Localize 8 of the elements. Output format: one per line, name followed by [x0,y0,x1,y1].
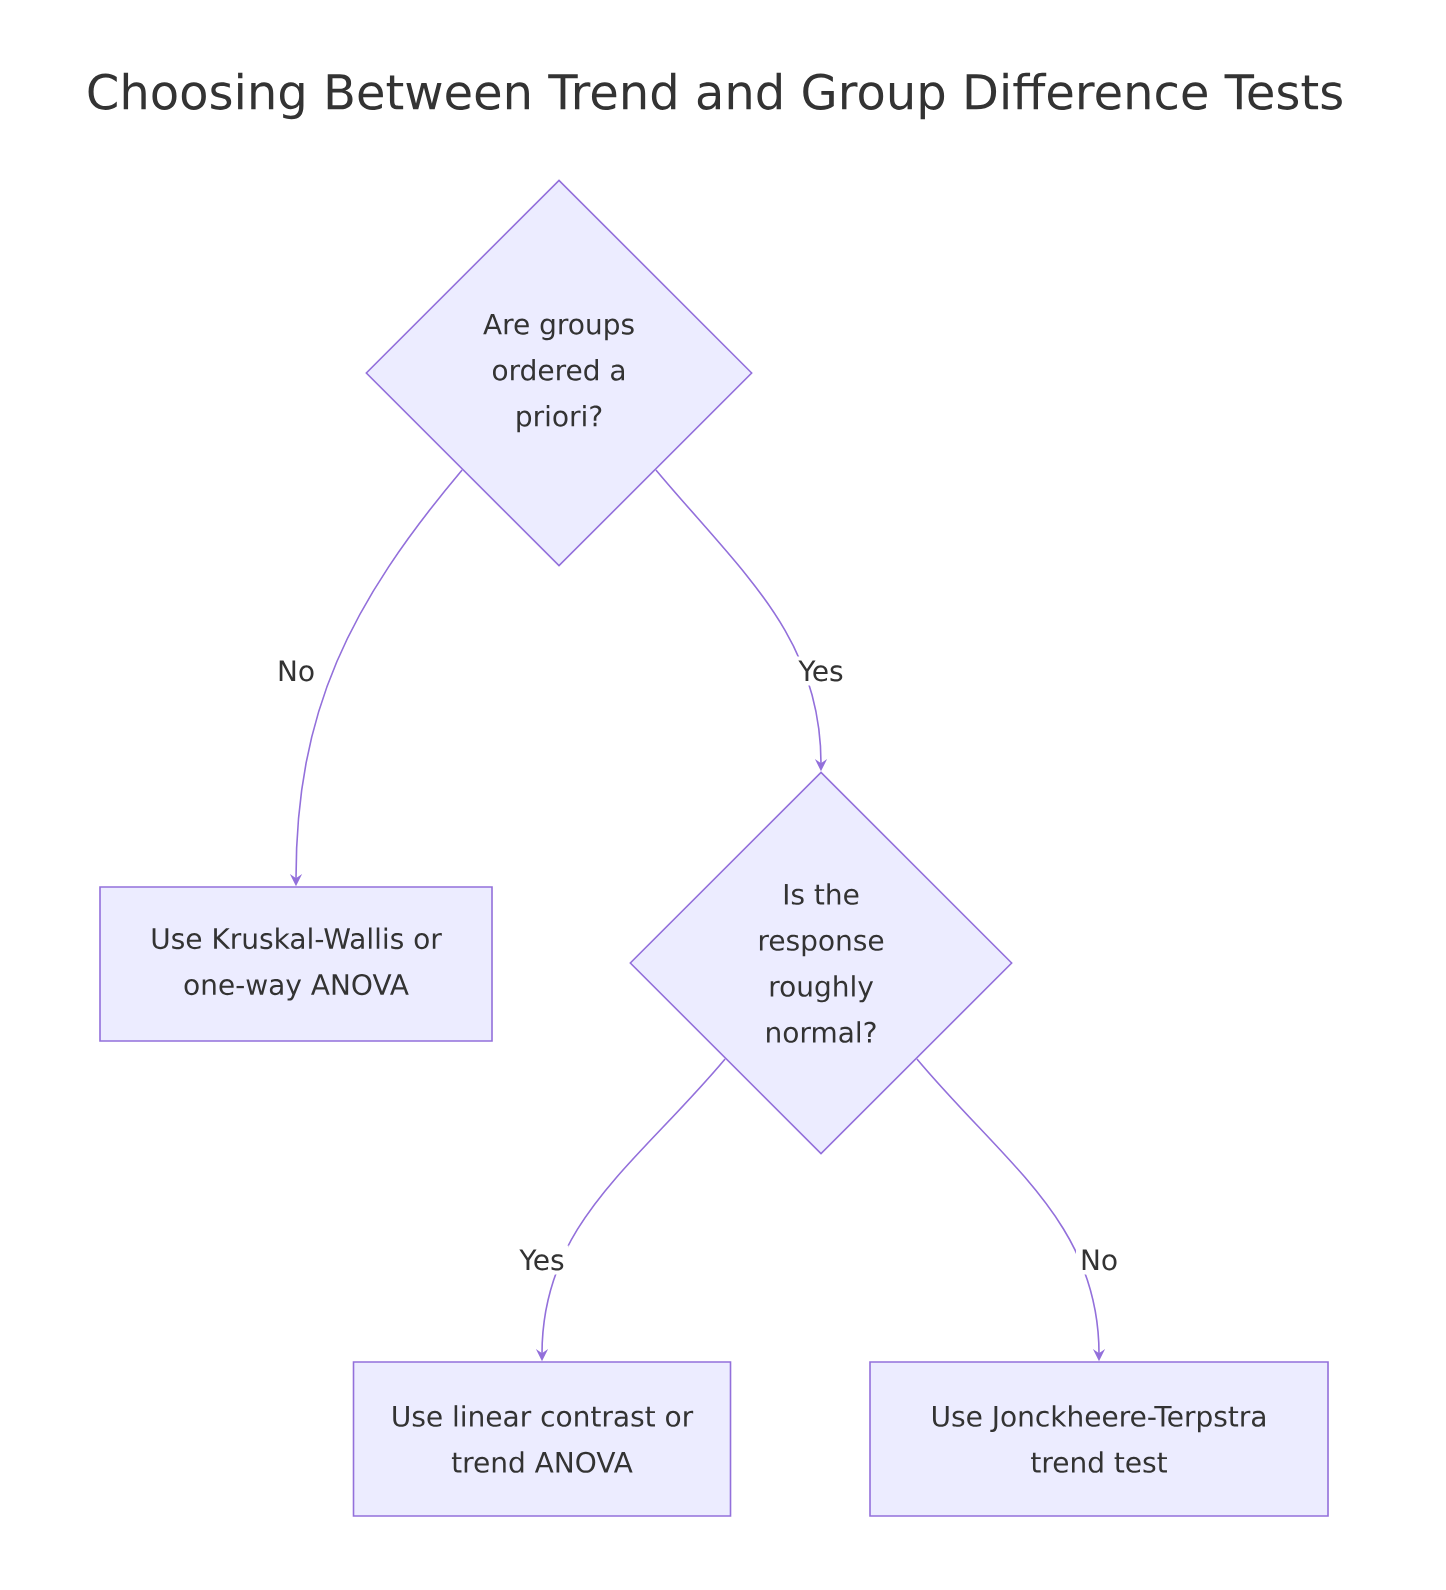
process-box: Use linear contrast or trend ANOVA [352,1361,732,1517]
edge-label: No [1075,1245,1123,1275]
edge-label: Yes [515,1245,569,1275]
edge-label: Yes [794,656,848,686]
process-box: Use Jonckheere-Terpstra trend test [869,1361,1329,1517]
process-box: Use Kruskal-Wallis or one-way ANOVA [99,886,493,1042]
title: Choosing Between Trend and Group Difference Tests [88,72,1342,120]
edge-label: No [272,656,320,686]
